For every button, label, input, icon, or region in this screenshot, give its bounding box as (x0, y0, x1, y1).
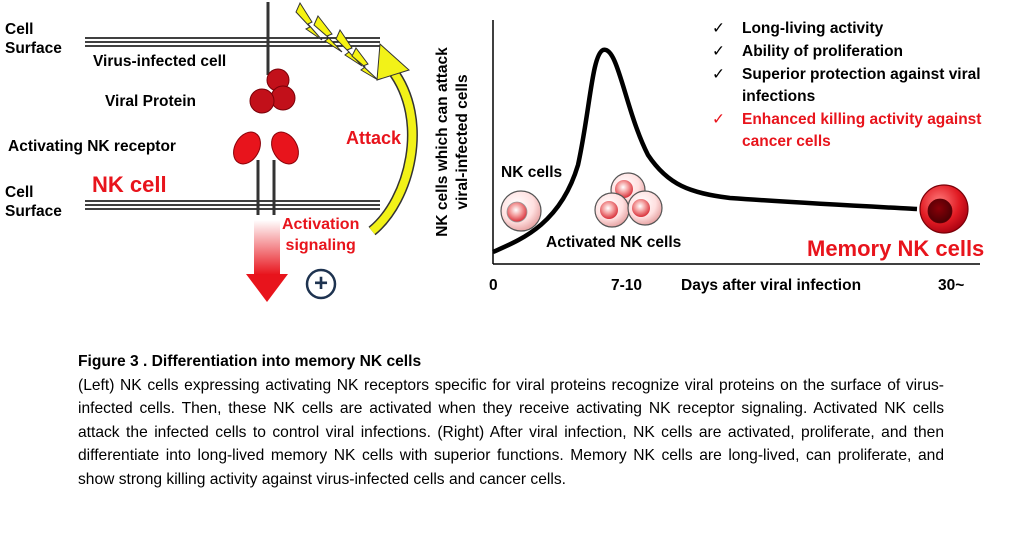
nk-cell-label: NK cell (92, 172, 167, 197)
figure-diagram (85, 1, 980, 302)
cell-surface-label-top: Cell Surface (5, 21, 62, 57)
attack-arrow (368, 42, 418, 236)
nk-cell-icon (500, 190, 542, 232)
x-tick-30: 30~ (938, 277, 965, 294)
figure-caption: Figure 3 . Differentiation into memory N… (78, 350, 944, 492)
activating-receptor-icon (233, 131, 299, 215)
plus-icon (305, 268, 337, 300)
activating-receptor-label: Activating NK receptor (8, 138, 176, 155)
memory-nk-cell-icon (919, 184, 969, 234)
viral-protein-icon (249, 68, 296, 114)
viral-protein-label: Viral Protein (105, 93, 197, 110)
x-tick-7-10: 7-10 (611, 277, 643, 294)
memory-nk-features: ✓ Long-living activity ✓ Ability of prol… (712, 18, 1012, 154)
attack-label: Attack (346, 128, 402, 148)
activation-signal-arrow (246, 220, 288, 302)
nk-response-curve (492, 47, 918, 255)
feature-item: ✓ Long-living activity (712, 18, 1012, 40)
cell-membrane-bottom (85, 200, 380, 210)
x-tick-0: 0 (489, 277, 498, 294)
y-axis-label: NK cells which can attack viral-infected… (434, 47, 471, 237)
lightning-icon (295, 1, 379, 81)
virus-infected-cell-label: Virus-infected cell (93, 53, 227, 70)
nk-cells-label: NK cells (501, 164, 563, 181)
check-icon: ✓ (712, 43, 725, 60)
feature-item-highlight: ✓ Enhanced killing activity against canc… (712, 109, 1012, 153)
memory-nk-cells-label: Memory NK cells (807, 236, 985, 261)
check-icon: ✓ (712, 111, 725, 128)
activated-nk-cells-label: Activated NK cells (546, 234, 682, 251)
activation-signaling-label: Activation signaling (282, 216, 360, 254)
cell-surface-label-bottom: Cell Surface (5, 184, 62, 220)
activated-nk-cells-icon (594, 172, 663, 228)
check-icon: ✓ (712, 20, 725, 37)
feature-item: ✓ Ability of proliferation (712, 41, 1012, 63)
caption-body: (Left) NK cells expressing activating NK… (78, 376, 944, 488)
check-icon: ✓ (712, 66, 725, 83)
feature-item: ✓ Superior protection against viral infe… (712, 64, 1012, 108)
x-axis-label: Days after viral infection (681, 277, 862, 294)
chart-axes (492, 20, 980, 265)
plus-symbol: + (313, 270, 328, 297)
caption-title: Figure 3 . Differentiation into memory N… (78, 353, 422, 370)
